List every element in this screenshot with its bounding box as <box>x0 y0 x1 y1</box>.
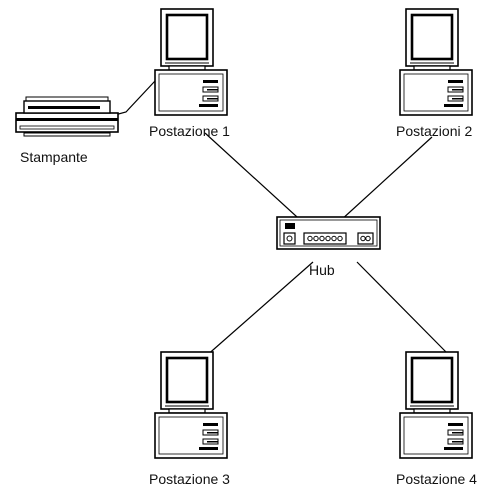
computer-icon <box>153 7 229 117</box>
printer-label: Stampante <box>20 149 88 165</box>
link-hub-pc3 <box>204 261 314 358</box>
hub-label: Hub <box>309 262 335 278</box>
pc4-label: Postazione 4 <box>396 471 477 487</box>
pc1-label: Postazione 1 <box>149 123 230 139</box>
link-printer-pc1 <box>110 80 156 117</box>
link-pc1-hub <box>204 132 309 228</box>
pc2-label: Postazioni 2 <box>396 123 472 139</box>
computer-icon <box>398 350 474 460</box>
computer-icon <box>153 350 229 460</box>
link-pc2-hub <box>339 136 433 222</box>
connection-lines <box>110 80 449 358</box>
printer-icon <box>15 96 119 137</box>
link-hub-pc4 <box>356 261 449 355</box>
computer-icon <box>398 7 474 117</box>
pc3-label: Postazione 3 <box>149 471 230 487</box>
network-hub-icon <box>276 216 381 250</box>
